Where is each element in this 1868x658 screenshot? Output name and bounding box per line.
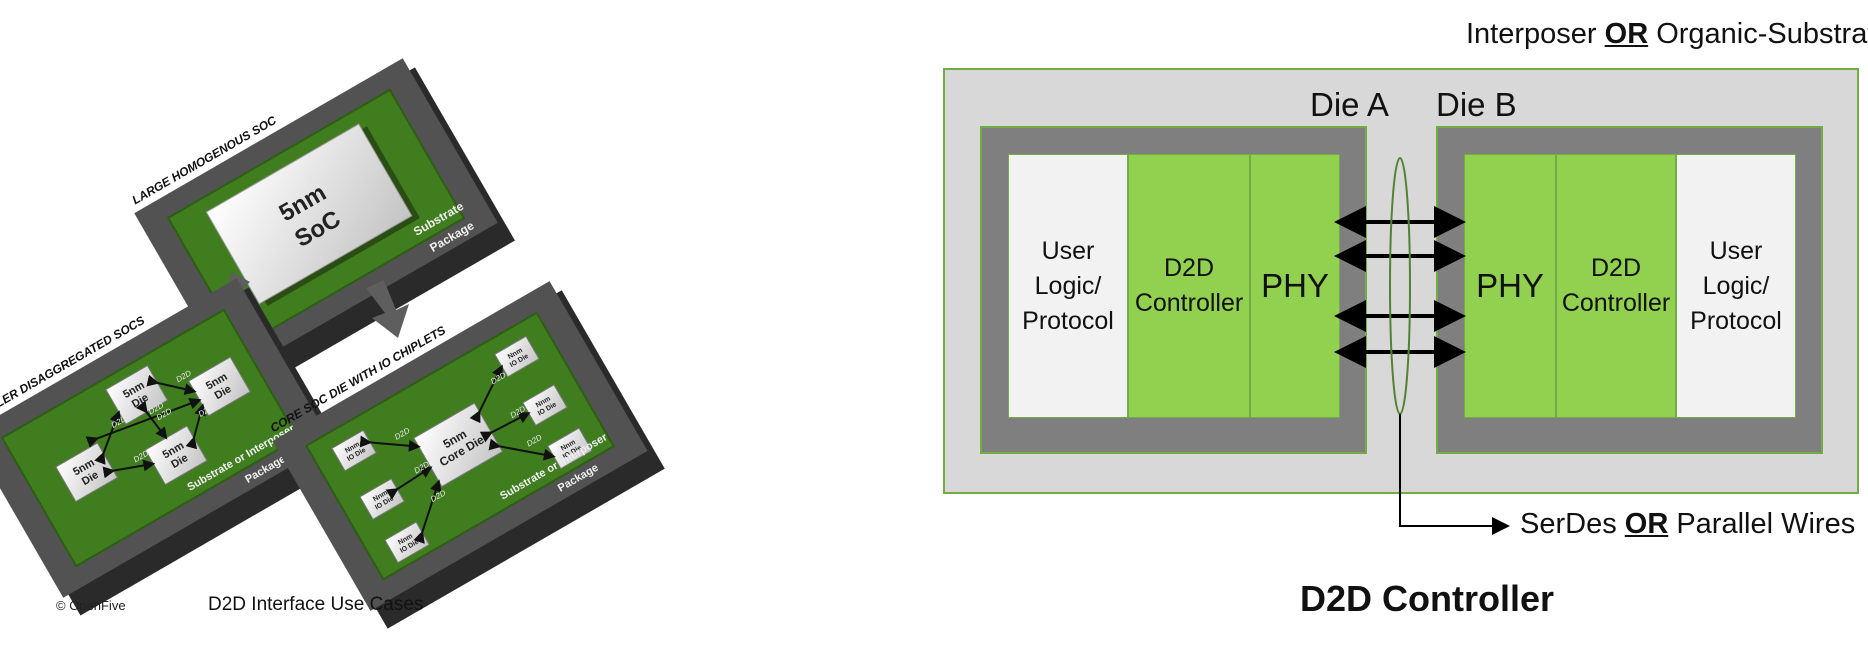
die-b-user-logic-cell: User Logic/ Protocol: [1676, 154, 1796, 418]
core-io-link-1: [359, 435, 421, 452]
core-io-link-4: [469, 364, 503, 424]
wires-label-or: OR: [1624, 508, 1669, 540]
wires-label: SerDes OR Parallel Wires: [1520, 508, 1855, 541]
die-b-phy-cell: PHY: [1464, 154, 1556, 418]
core-io-link-6: [488, 438, 556, 461]
io-chiplet-6: NnmIO Die: [547, 427, 593, 470]
interposer-label: Interposer OR Organic-Substrate: [1466, 18, 1868, 51]
die-a: User Logic/ Protocol D2D Controller PHY: [980, 126, 1367, 454]
interconnect-overlay: [1334, 157, 1510, 535]
use-cases-panel: 5nmSoC Substrate Package LARGE HOMOGENOU…: [0, 0, 900, 658]
interposer-label-post: Organic-Substrate: [1648, 18, 1868, 50]
die-b-d2d-controller-cell: D2D Controller: [1556, 154, 1676, 418]
core-io-link-3: [413, 479, 442, 544]
die-b-d2d-controller-label: D2D Controller: [1561, 254, 1671, 317]
use-cases-caption: D2D Interface Use Cases: [208, 594, 424, 615]
d2d-link-3: [146, 374, 197, 396]
wires-ellipse: [1389, 157, 1411, 415]
callout-line: [1399, 414, 1510, 535]
die-b-title: Die B: [1436, 86, 1517, 123]
d2d-link-2: [102, 459, 156, 479]
core-io-link-2: [385, 466, 433, 500]
die-a-phy-label: PHY: [1261, 266, 1329, 304]
die-a-phy-cell: PHY: [1250, 154, 1340, 418]
die-b-user-logic-label: User Logic/ Protocol: [1690, 236, 1782, 335]
core-io-link-5: [479, 412, 531, 443]
die-a-d2d-controller-cell: D2D Controller: [1128, 154, 1250, 418]
die-a-d2d-controller-label: D2D Controller: [1134, 254, 1244, 317]
die-b: PHY D2D Controller User Logic/ Protocol: [1436, 126, 1823, 454]
io-chiplet-4: NnmIO Die: [494, 335, 540, 378]
interposer-label-or: OR: [1604, 18, 1649, 50]
copyright-text: © OpenFive: [56, 598, 126, 613]
interposer-label-pre: Interposer: [1466, 18, 1605, 50]
die-a-title: Die A: [1310, 86, 1389, 123]
die-b-phy-label: PHY: [1476, 266, 1544, 304]
wires-label-post: Parallel Wires: [1668, 508, 1856, 540]
flow-arrow-right: [366, 280, 409, 338]
d2d-controller-panel: Interposer OR Organic-Substrate Die A Di…: [900, 0, 1868, 658]
diagram-title: D2D Controller: [1300, 578, 1555, 619]
disaggregated-dies: 5nmDie5nmDie5nmDie5nmDieD2DD2DD2DD2DD2DD…: [55, 356, 251, 503]
die-a-user-logic-cell: User Logic/ Protocol: [1008, 154, 1128, 418]
io-chiplet-5: NnmIO Die: [522, 384, 568, 427]
soc-die: [205, 123, 413, 305]
disaggregated-die-4: 5nmDie: [188, 356, 251, 417]
die-a-user-logic-label: User Logic/ Protocol: [1022, 236, 1114, 335]
use-cases-illustration: 5nmSoC Substrate Package LARGE HOMOGENOU…: [0, 58, 665, 629]
wires-label-pre: SerDes: [1520, 508, 1625, 540]
d2d-link-6: [135, 400, 168, 440]
package-disaggregated: 5nmDie5nmDie5nmDie5nmDieD2DD2DD2DD2DD2DD…: [0, 278, 349, 616]
